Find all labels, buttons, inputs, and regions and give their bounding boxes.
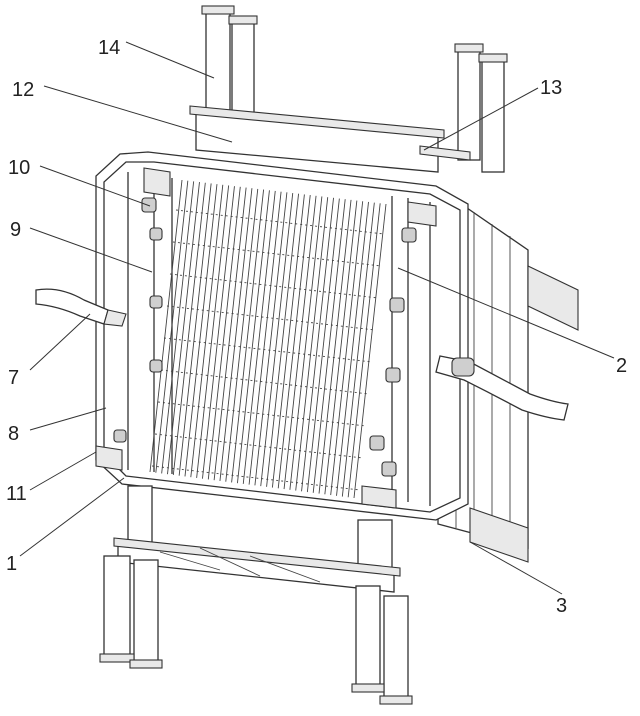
tube <box>301 197 334 492</box>
callout-8: 8 <box>8 423 19 445</box>
tube <box>184 184 218 477</box>
tube <box>167 182 200 475</box>
callout-11: 11 <box>6 483 27 505</box>
callout-1: 1 <box>6 553 17 575</box>
callout-3: 3 <box>556 595 567 617</box>
tube <box>161 181 195 474</box>
inlet-pipe-right <box>435 355 569 421</box>
tube <box>242 190 276 484</box>
tube <box>231 189 265 483</box>
bottom-manifold-plate <box>113 485 401 593</box>
callout-7: 7 <box>8 367 19 389</box>
top-left-pipes <box>201 5 258 127</box>
tube <box>202 186 235 479</box>
tube <box>213 187 247 481</box>
tube <box>306 198 340 493</box>
tube <box>318 199 352 494</box>
tube <box>341 202 375 497</box>
callout-2: 2 <box>616 355 627 377</box>
tube <box>330 201 364 496</box>
corner-blocks <box>95 167 437 509</box>
tube <box>172 182 206 476</box>
tube-bundle <box>149 179 387 499</box>
fasteners-left <box>113 197 163 443</box>
tube <box>312 199 346 493</box>
tube <box>347 203 381 498</box>
tube <box>336 201 369 496</box>
tube <box>289 196 323 490</box>
fasteners-right <box>369 227 417 477</box>
top-manifold-plate <box>189 105 471 173</box>
bottom-pipes-right <box>351 585 413 705</box>
tube <box>196 185 230 478</box>
callout-9: 9 <box>10 219 21 241</box>
tube <box>219 188 253 481</box>
tube <box>324 200 358 495</box>
tube <box>248 191 282 485</box>
tube <box>254 192 288 486</box>
inlet-pipe-left <box>35 288 127 327</box>
callout-labels: 14 12 13 10 9 7 8 11 1 2 3 <box>6 37 627 617</box>
tube <box>260 192 294 487</box>
tube <box>295 197 329 491</box>
tube <box>149 179 183 473</box>
callout-12: 12 <box>12 79 34 101</box>
leader-lines <box>19 41 615 595</box>
tube <box>207 186 241 480</box>
tube <box>190 184 224 478</box>
callout-10: 10 <box>8 157 30 179</box>
bottom-pipes-left <box>99 555 163 669</box>
callout-13: 13 <box>540 77 562 99</box>
tube <box>277 195 311 489</box>
tube <box>178 183 212 476</box>
tube <box>266 193 300 487</box>
tube <box>271 194 305 488</box>
tube <box>283 195 317 490</box>
callout-14: 14 <box>98 37 120 59</box>
tube <box>236 190 270 484</box>
tube <box>155 180 189 473</box>
tube <box>225 188 259 482</box>
tube <box>353 203 387 499</box>
